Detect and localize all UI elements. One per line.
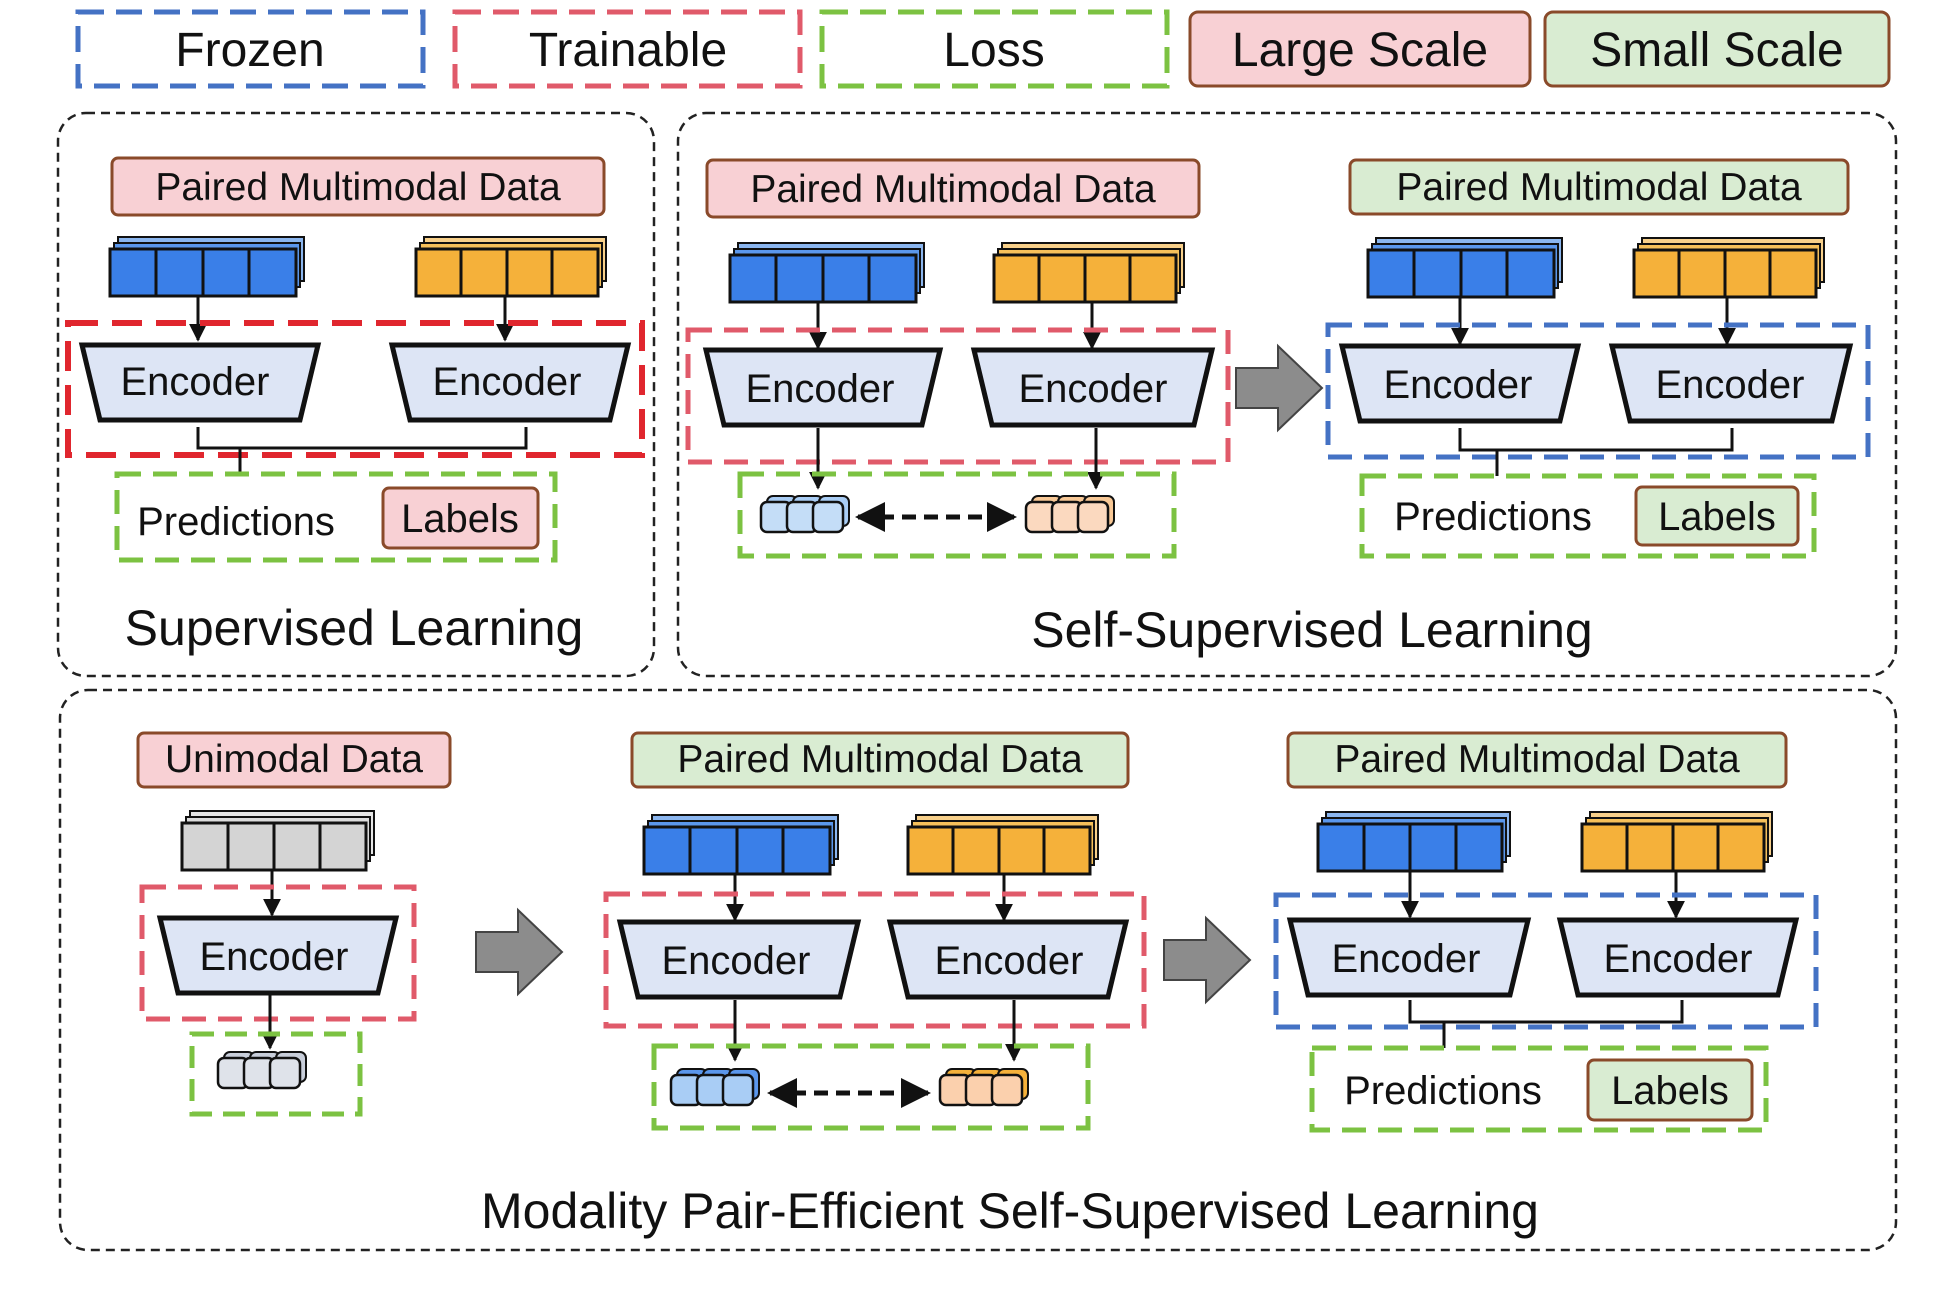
trainable-region xyxy=(139,884,417,1022)
encoder-unimodal: Encoder xyxy=(156,915,400,996)
labels-tag xyxy=(1634,485,1800,547)
orange-token-stack xyxy=(414,236,607,298)
panel-title: Supervised Learning xyxy=(125,600,584,656)
legend: Frozen Trainable Loss Large Scale Small … xyxy=(75,9,1891,89)
blue-embedding xyxy=(759,495,850,534)
blue-token-stack xyxy=(1366,237,1563,299)
data-tag-label: Paired Multimodal Data xyxy=(1396,166,1802,209)
data-scale-tag xyxy=(630,731,1130,789)
data-tag-label: Paired Multimodal Data xyxy=(155,166,561,209)
encoder-label: Encoder xyxy=(121,360,270,404)
orange-token-stack xyxy=(1580,811,1773,873)
loss-region xyxy=(114,471,558,563)
panel-title: Modality Pair-Efficient Self-Supervised … xyxy=(481,1183,1539,1239)
blue-token-stack xyxy=(1316,811,1511,873)
labels-label: Labels xyxy=(1658,495,1776,539)
data-scale-tag xyxy=(705,158,1201,219)
labels-label: Labels xyxy=(401,497,519,541)
legend-loss: Loss xyxy=(819,9,1170,89)
labels-tag xyxy=(381,486,540,550)
blue-token-stack xyxy=(642,814,839,876)
encoder-label: Encoder xyxy=(746,367,895,411)
gray-token-stack xyxy=(180,810,375,872)
encoder-label: Encoder xyxy=(1384,363,1533,407)
trainable-region xyxy=(65,320,645,458)
data-scale-tag xyxy=(110,156,606,217)
supervised-learning-panel: Paired Multimodal Data Encoder xyxy=(56,111,656,678)
pretraining-stage: Paired Multimodal Data xyxy=(685,158,1231,559)
legend-small-scale: Small Scale xyxy=(1543,10,1891,88)
loss-region xyxy=(1359,473,1817,559)
trainable-region xyxy=(603,891,1147,1029)
trainable-region xyxy=(685,327,1231,465)
orange-embedding xyxy=(938,1068,1029,1107)
blue-embedding xyxy=(669,1068,760,1107)
data-scale-tag xyxy=(136,731,452,789)
panel-title: Self-Supervised Learning xyxy=(1031,602,1592,658)
legend-loss-label: Loss xyxy=(943,24,1044,77)
stage-arrow xyxy=(1163,915,1252,1005)
data-tag-label: Unimodal Data xyxy=(165,738,423,781)
legend-frozen: Frozen xyxy=(75,9,426,89)
encoder-label: Encoder xyxy=(662,939,811,983)
labels-label: Labels xyxy=(1611,1069,1729,1113)
encoder-left: Encoder xyxy=(1286,917,1532,998)
data-tag-label: Paired Multimodal Data xyxy=(1334,738,1740,781)
loss-region xyxy=(189,1031,363,1117)
legend-frozen-label: Frozen xyxy=(175,24,324,77)
data-scale-tag xyxy=(1286,731,1788,789)
predictions-label: Predictions xyxy=(1344,1069,1542,1113)
encoder-label: Encoder xyxy=(433,360,582,404)
stage-arrow xyxy=(475,907,564,997)
unimodal-pretraining-stage: Unimodal Data Encoder xyxy=(136,731,452,1117)
encoder-right: Encoder xyxy=(1556,917,1800,998)
data-tag-label: Paired Multimodal Data xyxy=(677,738,1083,781)
legend-trainable-label: Trainable xyxy=(529,24,727,77)
finetuning-stage: Paired Multimodal Data xyxy=(1325,158,1871,559)
frozen-region xyxy=(1273,892,1819,1030)
blue-token-stack xyxy=(108,236,305,298)
legend-large-scale-label: Large Scale xyxy=(1232,24,1488,77)
encoder-right: Encoder xyxy=(886,919,1130,1000)
loss-region xyxy=(1309,1045,1769,1133)
labels-tag xyxy=(1586,1058,1754,1122)
stage-arrow xyxy=(1235,343,1324,433)
predictions-label: Predictions xyxy=(1394,495,1592,539)
encoder-right: Encoder xyxy=(970,347,1216,428)
encoder-left: Encoder xyxy=(616,919,862,1000)
encoder-label: Encoder xyxy=(1604,937,1753,981)
legend-trainable: Trainable xyxy=(452,9,803,89)
orange-embedding xyxy=(1024,495,1115,534)
orange-token-stack xyxy=(906,814,1099,876)
encoder-label: Encoder xyxy=(1019,367,1168,411)
gray-embedding xyxy=(216,1051,307,1090)
encoder-label: Encoder xyxy=(1332,937,1481,981)
loss-region xyxy=(737,471,1177,559)
predictions-label: Predictions xyxy=(137,500,335,544)
encoder-label: Encoder xyxy=(1656,363,1805,407)
pair-efficient-learning-panel: Unimodal Data Encoder xyxy=(58,688,1898,1252)
loss-region xyxy=(651,1043,1091,1131)
finetuning-stage: Paired Multimodal Data xyxy=(1273,731,1819,1133)
encoder-right: Encoder xyxy=(388,342,632,423)
legend-small-scale-label: Small Scale xyxy=(1590,24,1843,77)
encoder-label: Encoder xyxy=(200,935,349,979)
legend-large-scale: Large Scale xyxy=(1188,10,1532,88)
data-scale-tag xyxy=(1348,158,1850,216)
encoder-left: Encoder xyxy=(78,342,322,423)
data-tag-label: Paired Multimodal Data xyxy=(750,168,1156,211)
orange-token-stack xyxy=(992,242,1185,304)
self-supervised-learning-panel: Paired Multimodal Data xyxy=(676,111,1898,678)
paired-pretraining-stage: Paired Multimodal Data xyxy=(603,731,1147,1131)
frozen-region xyxy=(1325,322,1871,460)
encoder-right: Encoder xyxy=(1608,343,1854,424)
encoder-left: Encoder xyxy=(702,347,944,428)
orange-token-stack xyxy=(1632,237,1825,299)
encoder-label: Encoder xyxy=(935,939,1084,983)
blue-token-stack xyxy=(728,242,925,304)
encoder-left: Encoder xyxy=(1338,343,1582,424)
